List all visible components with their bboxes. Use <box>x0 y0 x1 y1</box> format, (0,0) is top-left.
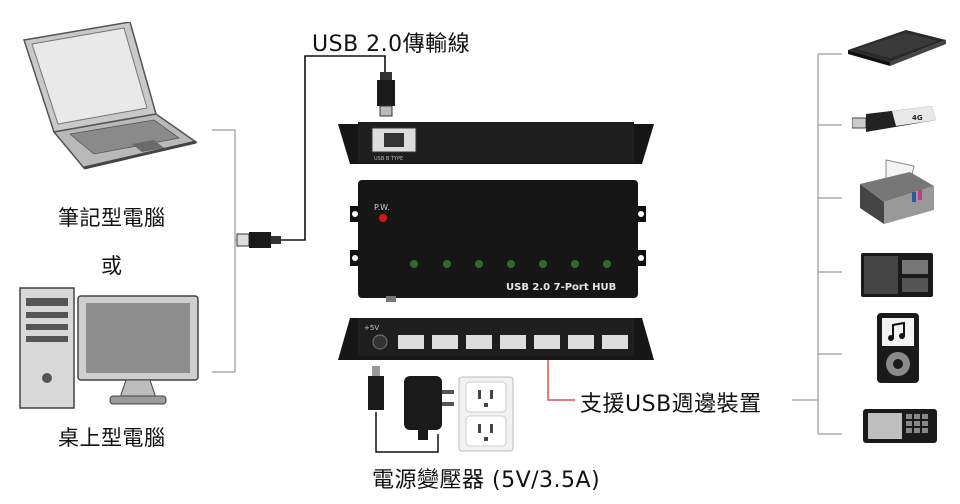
port-label-text: USB B TYPE <box>374 156 403 162</box>
usb-port <box>398 335 424 349</box>
hub-back-view: USB B TYPE <box>338 122 654 164</box>
port-led <box>603 260 611 268</box>
usb-b-plug-icon <box>377 72 395 117</box>
hub-port-view: +5V <box>338 318 654 360</box>
hub-model-text: USB 2.0 7-Port HUB <box>506 282 616 293</box>
port-led <box>507 260 515 268</box>
power-led-label: P.W. <box>374 203 390 212</box>
usb-port <box>466 335 492 349</box>
port-led <box>475 260 483 268</box>
port-led <box>571 260 579 268</box>
port-led-row <box>410 260 611 268</box>
port-led <box>410 260 418 268</box>
hub-front-panel: P.W. USB 2.0 7-Port HUB <box>350 180 646 302</box>
peripherals-label: 支援USB週邊裝置 <box>580 392 762 417</box>
camera-icon <box>861 253 933 297</box>
mp3-player-icon <box>877 313 919 383</box>
usb-port <box>534 335 560 349</box>
usb-port <box>568 335 594 349</box>
hdd-icon <box>848 30 946 66</box>
port-led <box>539 260 547 268</box>
dc-plug-icon <box>368 366 384 410</box>
desktop-computer-icon <box>19 287 199 409</box>
or-label: 或 <box>101 254 123 278</box>
usb-port-row <box>398 335 628 349</box>
usb-port <box>602 335 628 349</box>
power-adapter-icon <box>404 376 454 440</box>
flash-drive-icon: 4G <box>852 106 936 132</box>
usb-port <box>500 335 526 349</box>
usb-cable-label: USB 2.0傳輸線 <box>312 32 471 57</box>
power-input-label: +5V <box>364 324 379 332</box>
desktop-label: 桌上型電腦 <box>58 426 166 450</box>
phone-icon <box>863 409 937 443</box>
laptop-label: 筆記型電腦 <box>58 206 166 230</box>
usb-port <box>432 335 458 349</box>
printer-icon <box>860 159 934 224</box>
power-led <box>379 214 387 222</box>
power-adapter-label: 電源變壓器 (5V/3.5A) <box>372 468 601 493</box>
port-led <box>443 260 451 268</box>
laptop-icon <box>23 22 198 170</box>
usb-a-plug-icon <box>236 232 281 248</box>
dc-jack-icon <box>372 334 388 350</box>
flash-drive-capacity: 4G <box>912 114 923 122</box>
wall-outlet-icon <box>458 376 514 452</box>
